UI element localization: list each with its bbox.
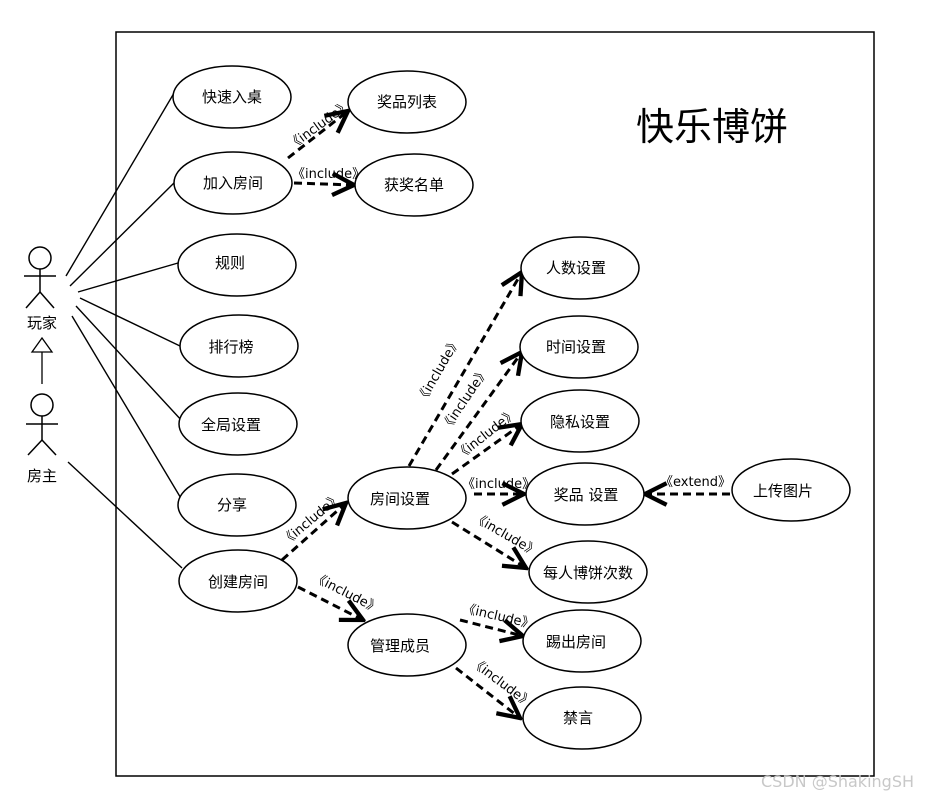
- use-case-leaderboard-label: 排行榜: [208, 338, 253, 356]
- use-case-winner-list-label: 获奖名单: [384, 176, 444, 194]
- stereo-include-time-settings: 《include》: [439, 365, 492, 434]
- stereo-include-rolls: 《include》: [470, 510, 541, 560]
- use-case-join-room-label: 加入房间: [203, 174, 263, 192]
- use-case-create-room[interactable]: 创建房间: [178, 549, 298, 613]
- use-case-room-settings-label: 房间设置: [370, 490, 430, 508]
- stereo-include-player-count: 《include》: [414, 335, 464, 406]
- use-case-global-settings-label: 全局设置: [201, 416, 261, 434]
- use-case-rules-label: 规则: [215, 254, 245, 272]
- use-case-prize-list-label: 奖品列表: [377, 93, 437, 111]
- use-case-manage-members-label: 管理成员: [370, 637, 430, 655]
- use-case-prize-settings-label: 奖品 设置: [554, 486, 619, 504]
- use-case-rolls-per-person-label: 每人博饼次数: [543, 564, 633, 582]
- stereo-include-prize-list: 《include》: [286, 98, 354, 153]
- stereo-include-winner-list: 《include》: [292, 167, 365, 182]
- use-case-leaderboard[interactable]: 排行榜: [179, 314, 299, 378]
- use-case-kick-out-label: 踢出房间: [546, 633, 606, 651]
- dependencies: [281, 111, 730, 718]
- use-case-mute[interactable]: 禁言: [522, 686, 642, 750]
- use-case-share-label: 分享: [217, 496, 247, 514]
- use-case-share[interactable]: 分享: [177, 473, 297, 537]
- stereo-include-prize-settings: 《include》: [462, 477, 535, 492]
- actor-host: [26, 393, 58, 456]
- use-case-global-settings[interactable]: 全局设置: [178, 392, 298, 456]
- stereo-include-kick-out: 《include》: [461, 601, 536, 632]
- use-case-time-settings-label: 时间设置: [546, 338, 606, 356]
- use-case-prize-list[interactable]: 奖品列表: [347, 70, 467, 134]
- use-case-room-settings[interactable]: 房间设置: [347, 466, 467, 530]
- generalization-arrow: [30, 336, 54, 384]
- use-case-upload-image[interactable]: 上传图片: [731, 458, 851, 522]
- use-case-quick-join-label: 快速入桌: [202, 88, 262, 106]
- stereo-extend-upload-image: 《extend》: [660, 475, 731, 490]
- use-case-privacy-settings[interactable]: 隐私设置: [520, 389, 640, 453]
- use-case-upload-image-label: 上传图片: [753, 482, 813, 500]
- use-case-kick-out[interactable]: 踢出房间: [522, 609, 642, 673]
- actor-host-label: 房主: [27, 467, 57, 485]
- use-case-quick-join[interactable]: 快速入桌: [172, 65, 292, 129]
- stereotype-labels: 《include》 《include》 《include》 《include》 …: [279, 98, 731, 711]
- use-case-player-count[interactable]: 人数设置: [520, 236, 640, 300]
- actor-player-label: 玩家: [27, 314, 57, 332]
- use-case-rules[interactable]: 规则: [177, 233, 297, 297]
- watermark: CSDN @ShakingSH: [761, 772, 914, 791]
- use-case-privacy-settings-label: 隐私设置: [550, 413, 610, 431]
- use-case-join-room[interactable]: 加入房间: [173, 151, 293, 215]
- use-case-rolls-per-person[interactable]: 每人博饼次数: [528, 540, 648, 604]
- actor-player: [24, 246, 56, 309]
- use-case-winner-list[interactable]: 获奖名单: [354, 153, 474, 217]
- use-case-create-room-label: 创建房间: [208, 573, 268, 591]
- system-boundary: [115, 31, 875, 777]
- use-case-mute-label: 禁言: [563, 709, 593, 727]
- use-case-prize-settings[interactable]: 奖品 设置: [525, 462, 645, 526]
- use-case-time-settings[interactable]: 时间设置: [519, 315, 639, 379]
- associations: [65, 87, 184, 569]
- system-title: 快乐博饼: [636, 105, 788, 149]
- use-case-manage-members[interactable]: 管理成员: [347, 613, 467, 677]
- use-case-player-count-label: 人数设置: [546, 259, 606, 277]
